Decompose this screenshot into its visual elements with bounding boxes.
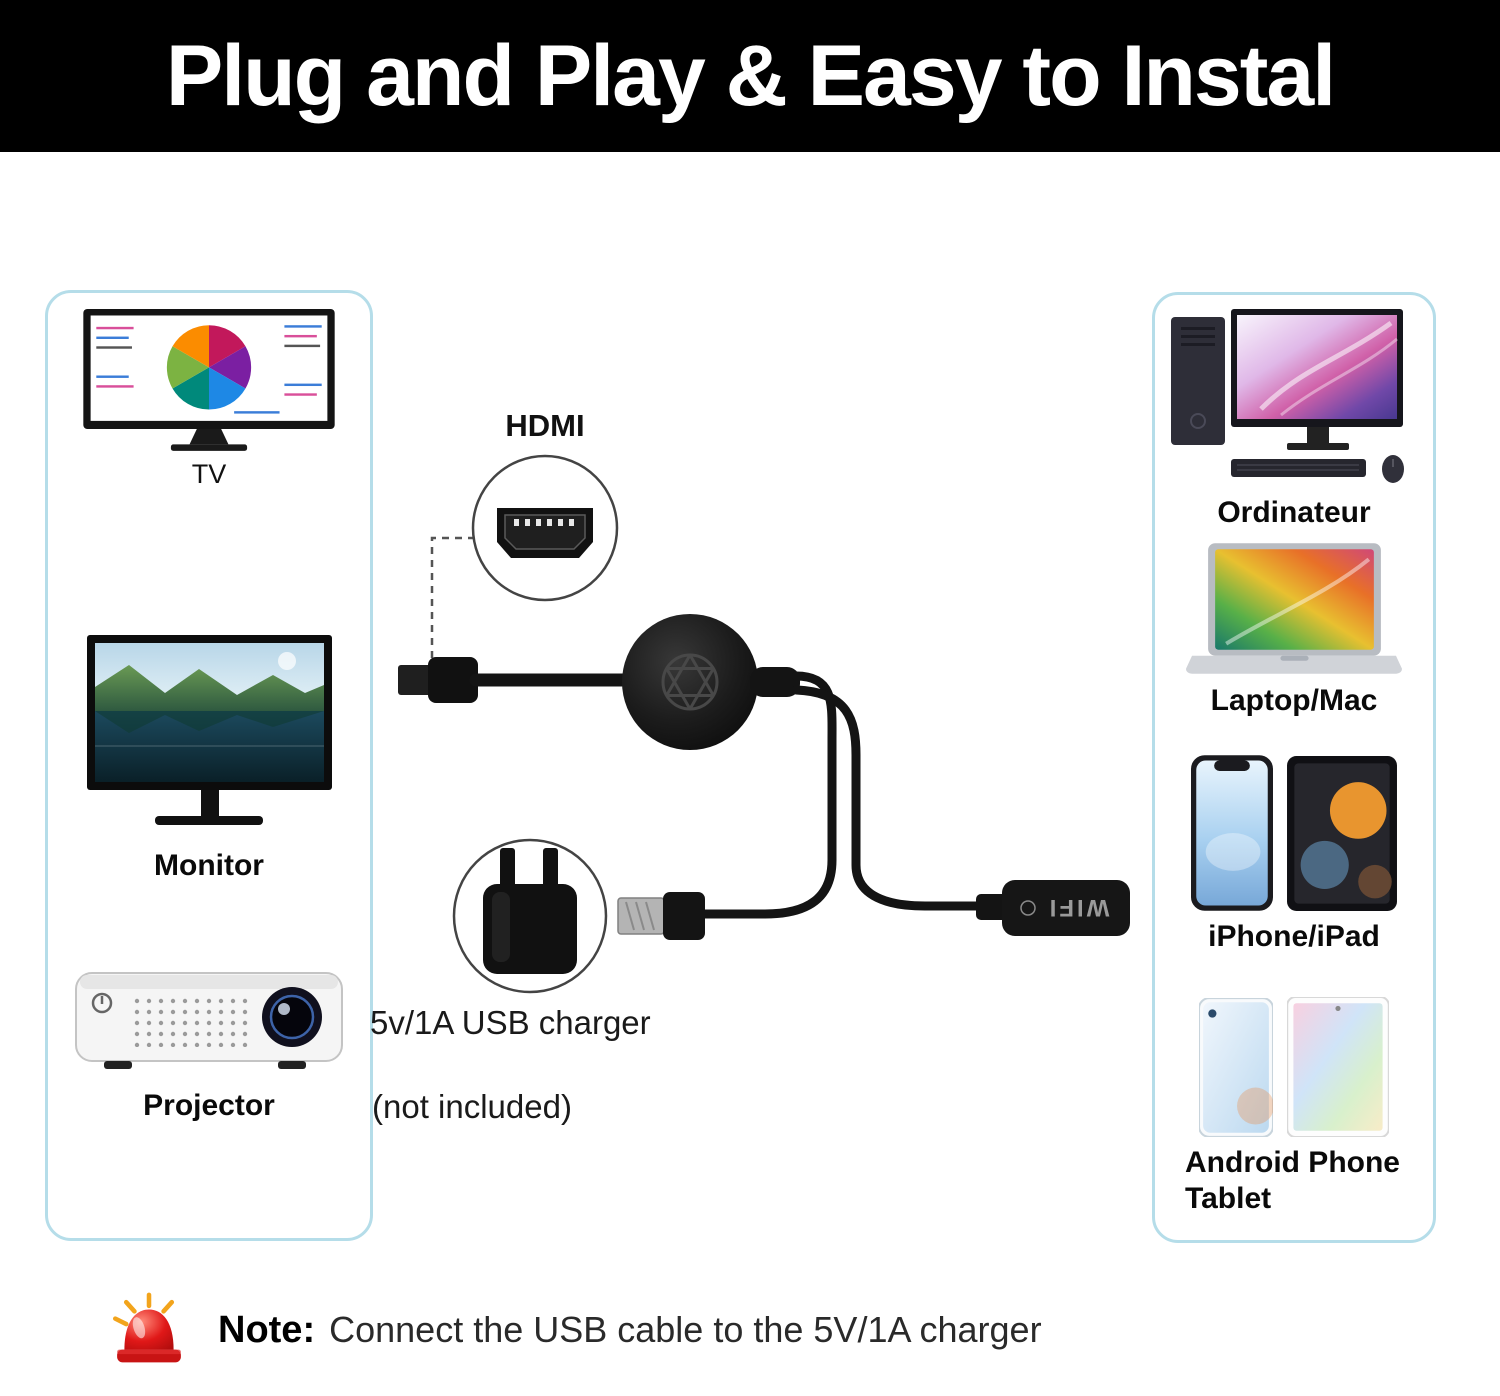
note-text-block: Note: Connect the USB cable to the 5V/1A … [218,1309,1042,1352]
android-row [1199,997,1389,1137]
device-item-projector: Projector [48,965,370,1124]
wifi-receiver-icon: WIFI [976,880,1130,936]
usb-charger-icon [452,838,608,994]
wifi-receiver-text: WIFI [1047,894,1110,921]
device-label-computer: Ordinateur [1217,496,1371,529]
device-label-iphone-ipad: iPhone/iPad [1208,920,1380,953]
usb-plug-icon [617,892,705,940]
note-text: Connect the USB cable to the 5V/1A charg… [329,1308,1042,1350]
power-cables [700,671,987,919]
device-item-computer: Ordinateur [1155,309,1433,531]
hdmi-connector-icon [497,508,593,558]
device-label-android: Android Phone Tablet [1185,1146,1400,1215]
note-row: Note: Connect the USB cable to the 5V/1A … [108,1290,1042,1370]
display-devices-panel: TV [45,290,373,1241]
note-label: Note: [218,1308,316,1351]
device-label-laptop: Laptop/Mac [1210,684,1378,717]
siren-icon [113,1292,181,1363]
hdmi-zoom-connector [430,536,473,658]
device-item-iphone-ipad: iPhone/iPad [1155,755,1433,955]
monitor-illustration [86,635,332,825]
charger-not-included-note: (not included) [372,1088,572,1125]
device-label-projector: Projector [143,1089,275,1122]
device-item-tv: TV [48,309,370,490]
device-item-monitor: Monitor [48,635,370,884]
ipad-illustration [1287,756,1397,911]
source-devices-panel: Ordinateur Laptop/Mac [1152,292,1436,1243]
hdmi-label: HDMI [505,408,585,443]
hdmi-zoom-circle [471,454,619,602]
projector-illustration [75,972,343,1069]
laptop-illustration [1186,543,1402,674]
device-label-tv: TV [191,459,227,489]
aperture-logo-icon [661,653,719,711]
hdmi-plug-icon [398,657,478,703]
device-item-android: Android Phone Tablet [1155,997,1433,1217]
desktop-computer-illustration [1171,309,1404,483]
dongle-illustration [622,614,800,750]
iphone-ipad-row [1191,755,1397,911]
tv-illustration [83,309,335,451]
page-title: Plug and Play & Easy to Instal [165,28,1336,124]
iphone-illustration [1191,755,1273,911]
header-banner: Plug and Play & Easy to Instal [0,0,1500,152]
device-item-laptop: Laptop/Mac [1155,543,1433,719]
connection-diagram: WIFI [398,454,1130,994]
android-tablet-illustration [1287,997,1389,1137]
device-label-monitor: Monitor [154,849,264,882]
charger-caption: 5v/1A USB charger [370,1004,651,1041]
android-phone-illustration [1199,998,1273,1137]
